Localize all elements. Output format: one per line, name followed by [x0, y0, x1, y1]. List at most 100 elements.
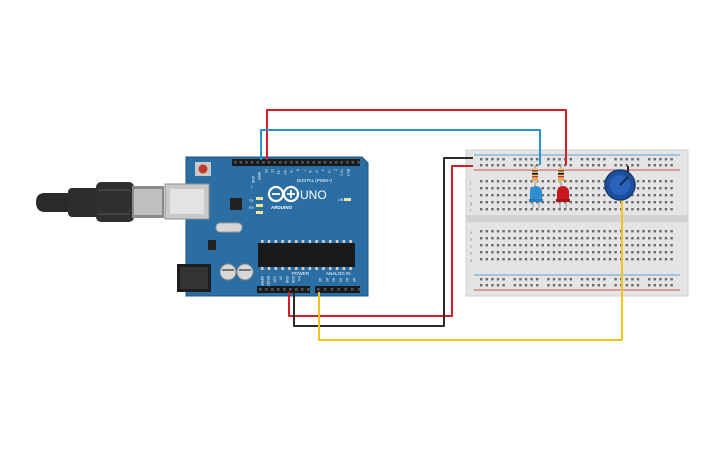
breadboard-hole[interactable] [502, 208, 505, 211]
breadboard-hole[interactable] [603, 230, 606, 233]
breadboard-hole[interactable] [513, 230, 516, 233]
breadboard-hole[interactable] [670, 194, 673, 197]
rail-hole[interactable] [586, 164, 589, 167]
breadboard-hole[interactable] [491, 187, 494, 190]
arduino-uno[interactable]: UNO ARDUINO DIGITAL (PWM~) POWER ANALOG … [164, 156, 369, 297]
breadboard-hole[interactable] [508, 244, 511, 247]
breadboard-hole[interactable] [558, 230, 561, 233]
rail-hole[interactable] [524, 278, 528, 281]
wire-red-5v[interactable] [288, 165, 473, 317]
breadboard-hole[interactable] [530, 258, 533, 261]
breadboard-hole[interactable] [642, 237, 645, 240]
rail-hole[interactable] [536, 158, 539, 161]
header-hole[interactable] [323, 288, 327, 291]
rail-hole[interactable] [502, 158, 505, 161]
breadboard-hole[interactable] [547, 237, 550, 240]
breadboard-hole[interactable] [485, 187, 488, 190]
breadboard-hole[interactable] [625, 244, 628, 247]
rail-hole[interactable] [670, 158, 673, 161]
breadboard-hole[interactable] [603, 180, 606, 183]
header-hole[interactable] [301, 288, 304, 291]
breadboard-hole[interactable] [631, 201, 634, 204]
breadboard-hole[interactable] [659, 208, 662, 211]
header-hole[interactable] [337, 288, 340, 291]
breadboard-hole[interactable] [625, 251, 628, 254]
breadboard-hole[interactable] [586, 244, 589, 247]
breadboard-hole[interactable] [491, 180, 494, 183]
rail-hole[interactable] [491, 278, 494, 281]
breadboard-hole[interactable] [569, 187, 572, 190]
breadboard-hole[interactable] [541, 201, 544, 204]
breadboard-hole[interactable] [502, 244, 505, 247]
breadboard-hole[interactable] [524, 258, 528, 261]
rail-hole[interactable] [620, 164, 623, 167]
header-hole[interactable] [344, 288, 347, 291]
breadboard-hole[interactable] [664, 194, 668, 197]
breadboard-hole[interactable] [564, 237, 567, 240]
rail-hole[interactable] [603, 158, 606, 161]
breadboard-hole[interactable] [664, 201, 668, 204]
breadboard-hole[interactable] [569, 251, 572, 254]
breadboard-hole[interactable] [597, 251, 600, 254]
breadboard-hole[interactable] [508, 194, 511, 197]
rail-hole[interactable] [580, 164, 584, 167]
wire-red-pin[interactable] [266, 109, 567, 165]
breadboard-hole[interactable] [496, 201, 500, 204]
breadboard-hole[interactable] [547, 208, 550, 211]
breadboard-hole[interactable] [530, 201, 533, 204]
rail-hole[interactable] [586, 278, 589, 281]
rail-hole[interactable] [659, 164, 662, 167]
header-hole[interactable] [357, 288, 361, 291]
rail-hole[interactable] [580, 278, 584, 281]
rail-hole[interactable] [519, 284, 522, 287]
rail-hole[interactable] [513, 164, 516, 167]
breadboard-hole[interactable] [580, 237, 584, 240]
header-hole[interactable] [256, 161, 259, 164]
breadboard-hole[interactable] [614, 237, 617, 240]
breadboard-hole[interactable] [670, 230, 673, 233]
rail-hole[interactable] [603, 284, 606, 287]
breadboard-hole[interactable] [569, 201, 572, 204]
breadboard-hole[interactable] [631, 194, 634, 197]
rail-hole[interactable] [580, 158, 584, 161]
breadboard-hole[interactable] [519, 230, 522, 233]
breadboard-hole[interactable] [502, 187, 505, 190]
rail-hole[interactable] [530, 284, 533, 287]
breadboard-hole[interactable] [558, 208, 561, 211]
breadboard-hole[interactable] [653, 258, 656, 261]
breadboard-hole[interactable] [642, 251, 645, 254]
breadboard-hole[interactable] [614, 201, 617, 204]
breadboard-hole[interactable] [524, 251, 528, 254]
breadboard-hole[interactable] [631, 258, 634, 261]
breadboard-hole[interactable] [491, 201, 494, 204]
breadboard-hole[interactable] [547, 187, 550, 190]
breadboard-hole[interactable] [592, 244, 595, 247]
rail-hole[interactable] [547, 158, 550, 161]
breadboard-hole[interactable] [541, 208, 544, 211]
breadboard-hole[interactable] [513, 201, 516, 204]
rail-hole[interactable] [569, 278, 572, 281]
rail-hole[interactable] [586, 158, 589, 161]
breadboard-hole[interactable] [491, 208, 494, 211]
breadboard-hole[interactable] [480, 258, 483, 261]
breadboard-hole[interactable] [603, 237, 606, 240]
breadboard-hole[interactable] [530, 208, 533, 211]
breadboard-hole[interactable] [569, 208, 572, 211]
rail-hole[interactable] [524, 164, 528, 167]
header-hole[interactable] [278, 161, 282, 164]
breadboard-hole[interactable] [502, 237, 505, 240]
breadboard-hole[interactable] [547, 180, 550, 183]
breadboard-hole[interactable] [653, 244, 656, 247]
rail-hole[interactable] [625, 278, 628, 281]
breadboard-hole[interactable] [625, 258, 628, 261]
header-hole[interactable] [234, 161, 237, 164]
breadboard-hole[interactable] [558, 237, 561, 240]
rail-hole[interactable] [558, 278, 561, 281]
rail-hole[interactable] [670, 164, 673, 167]
breadboard-hole[interactable] [530, 230, 533, 233]
breadboard-hole[interactable] [519, 194, 522, 197]
rail-hole[interactable] [653, 284, 656, 287]
rail-hole[interactable] [547, 284, 550, 287]
rail-hole[interactable] [597, 278, 600, 281]
